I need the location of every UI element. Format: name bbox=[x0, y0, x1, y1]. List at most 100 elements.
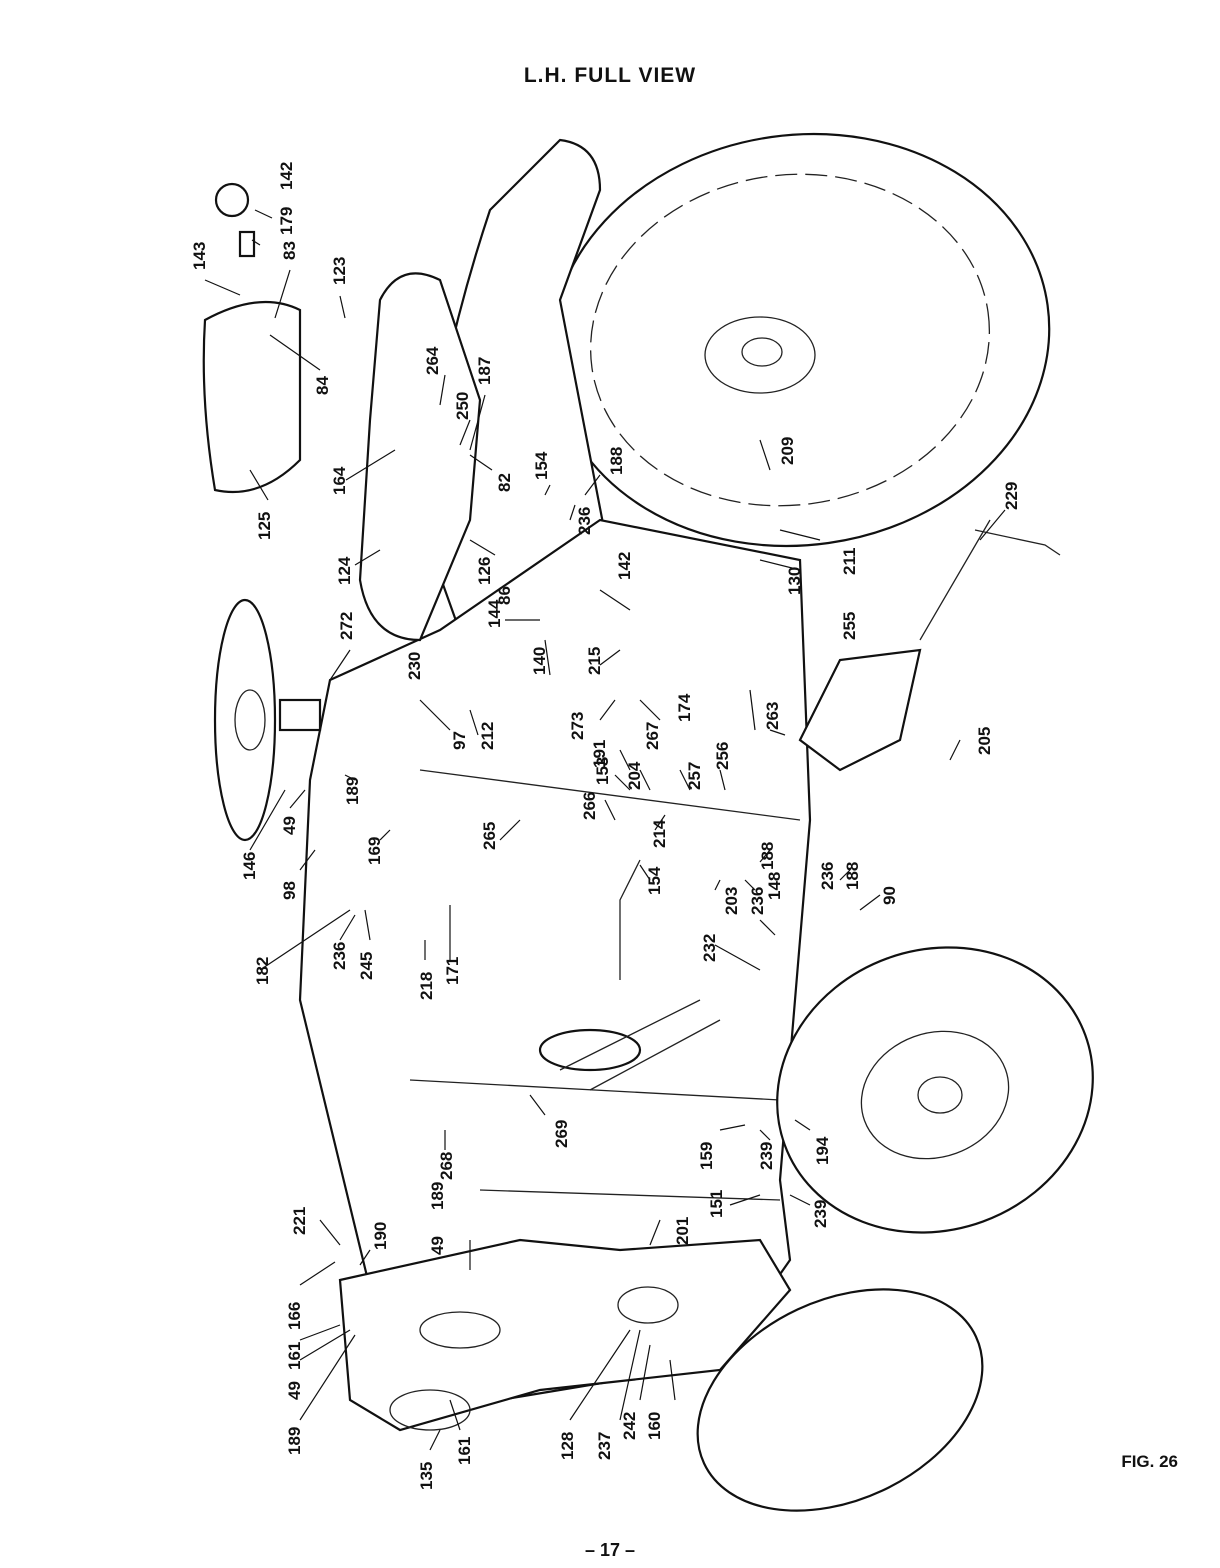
seat bbox=[358, 272, 482, 642]
callout-label: 268 bbox=[437, 1152, 456, 1180]
callout-label: 90 bbox=[880, 886, 899, 905]
callout-label: 82 bbox=[495, 473, 514, 492]
callout-label: 159 bbox=[697, 1142, 716, 1170]
steering-column bbox=[278, 698, 322, 732]
callout-label: 272 bbox=[337, 612, 356, 640]
callout-label: 236 bbox=[575, 507, 594, 535]
callout-label: 242 bbox=[620, 1412, 639, 1440]
callout-label: 142 bbox=[277, 162, 296, 190]
callout-label: 153 bbox=[593, 757, 612, 785]
callout-label: 161 bbox=[285, 1342, 304, 1370]
callout-label: 236 bbox=[330, 942, 349, 970]
hood bbox=[338, 1238, 792, 1432]
callout-label: 142 bbox=[615, 552, 634, 580]
callout-label: 212 bbox=[478, 722, 497, 750]
callout-label: 123 bbox=[330, 257, 349, 285]
callout-label: 265 bbox=[480, 822, 499, 850]
callout-label: 164 bbox=[330, 466, 349, 495]
frame-edges bbox=[409, 769, 801, 1201]
steering-wheel bbox=[213, 598, 277, 842]
callout-label: 232 bbox=[700, 934, 719, 962]
callout-label: 205 bbox=[975, 727, 994, 755]
callout-label: 273 bbox=[568, 712, 587, 740]
callout-label: 201 bbox=[673, 1217, 692, 1245]
callout-label: 135 bbox=[417, 1462, 436, 1490]
callout-label: 128 bbox=[558, 1432, 577, 1460]
callout-label: 144 bbox=[485, 599, 504, 628]
callout-label: 189 bbox=[343, 777, 362, 805]
pin-229 bbox=[919, 519, 1061, 641]
callout-label: 83 bbox=[280, 241, 299, 260]
callout-label: 263 bbox=[763, 702, 782, 730]
callout-label: 250 bbox=[453, 392, 472, 420]
callout-label: 188 bbox=[758, 842, 777, 870]
callout-label: 215 bbox=[585, 647, 604, 675]
callout-label: 264 bbox=[423, 346, 442, 375]
callout-label: 160 bbox=[645, 1412, 664, 1440]
callout-label: 236 bbox=[748, 887, 767, 915]
callout-label: 86 bbox=[495, 586, 514, 605]
rear-wheel bbox=[549, 132, 1051, 548]
leader-lines bbox=[204, 209, 1006, 1451]
front-wheel bbox=[776, 946, 1094, 1234]
callout-label: 154 bbox=[532, 451, 551, 480]
figure-label: FIG. 26 bbox=[1121, 1452, 1178, 1471]
callout-label: 151 bbox=[707, 1190, 726, 1218]
callout-label: 204 bbox=[625, 761, 644, 790]
callout-label: 161 bbox=[455, 1437, 474, 1465]
callout-labels: 142 179 143 83 123 84 264 187 250 82 164… bbox=[190, 162, 1021, 1490]
callout-label: 143 bbox=[190, 242, 209, 270]
callout-label: 179 bbox=[277, 207, 296, 235]
callout-label: 239 bbox=[811, 1200, 830, 1228]
callout-label: 126 bbox=[475, 557, 494, 585]
callout-label: 146 bbox=[240, 852, 259, 880]
knob-142 bbox=[214, 182, 250, 218]
callout-label: 125 bbox=[255, 512, 274, 540]
callout-label: 189 bbox=[428, 1182, 447, 1210]
diagram-title: L.H. FULL VIEW bbox=[523, 64, 697, 87]
callout-label: 245 bbox=[357, 952, 376, 980]
callout-label: 188 bbox=[843, 862, 862, 890]
callout-label: 211 bbox=[840, 548, 859, 575]
callout-label: 148 bbox=[765, 872, 784, 900]
callout-label: 98 bbox=[280, 881, 299, 900]
page-number: – 17 – bbox=[584, 1540, 636, 1560]
callout-label: 182 bbox=[253, 957, 272, 985]
callout-label: 188 bbox=[607, 447, 626, 475]
front-lower-wheel bbox=[696, 1288, 984, 1512]
callout-label: 187 bbox=[475, 357, 494, 385]
callout-label: 190 bbox=[371, 1222, 390, 1250]
pulley bbox=[538, 1028, 642, 1072]
callout-label: 229 bbox=[1002, 482, 1021, 510]
callout-label: 49 bbox=[280, 816, 299, 835]
callout-label: 209 bbox=[778, 437, 797, 465]
callout-label: 267 bbox=[643, 722, 662, 750]
callout-label: 174 bbox=[675, 693, 694, 722]
shaft bbox=[619, 859, 641, 980]
callout-label: 84 bbox=[313, 376, 332, 395]
drive-belt bbox=[559, 999, 721, 1091]
footrest bbox=[798, 648, 922, 772]
callout-label: 214 bbox=[650, 819, 669, 848]
callout-label: 171 bbox=[443, 957, 462, 985]
callout-label: 203 bbox=[722, 887, 741, 915]
callout-label: 191 bbox=[590, 740, 609, 768]
callout-label: 266 bbox=[580, 792, 599, 820]
callout-label: 124 bbox=[335, 556, 354, 585]
spacer-179 bbox=[238, 230, 256, 258]
callout-label: 140 bbox=[530, 647, 549, 675]
callout-label: 221 bbox=[290, 1207, 309, 1235]
callout-label: 269 bbox=[552, 1120, 571, 1148]
callout-label: 130 bbox=[785, 567, 804, 595]
callout-label: 166 bbox=[285, 1302, 304, 1330]
callout-label: 256 bbox=[713, 742, 732, 770]
callout-label: 237 bbox=[595, 1432, 614, 1460]
callout-label: 49 bbox=[428, 1236, 447, 1255]
callout-label: 189 bbox=[285, 1427, 304, 1455]
callout-label: 49 bbox=[285, 1381, 304, 1400]
callout-label: 169 bbox=[365, 837, 384, 865]
seat-back bbox=[202, 300, 302, 494]
callout-label: 236 bbox=[818, 862, 837, 890]
callout-label: 239 bbox=[757, 1142, 776, 1170]
